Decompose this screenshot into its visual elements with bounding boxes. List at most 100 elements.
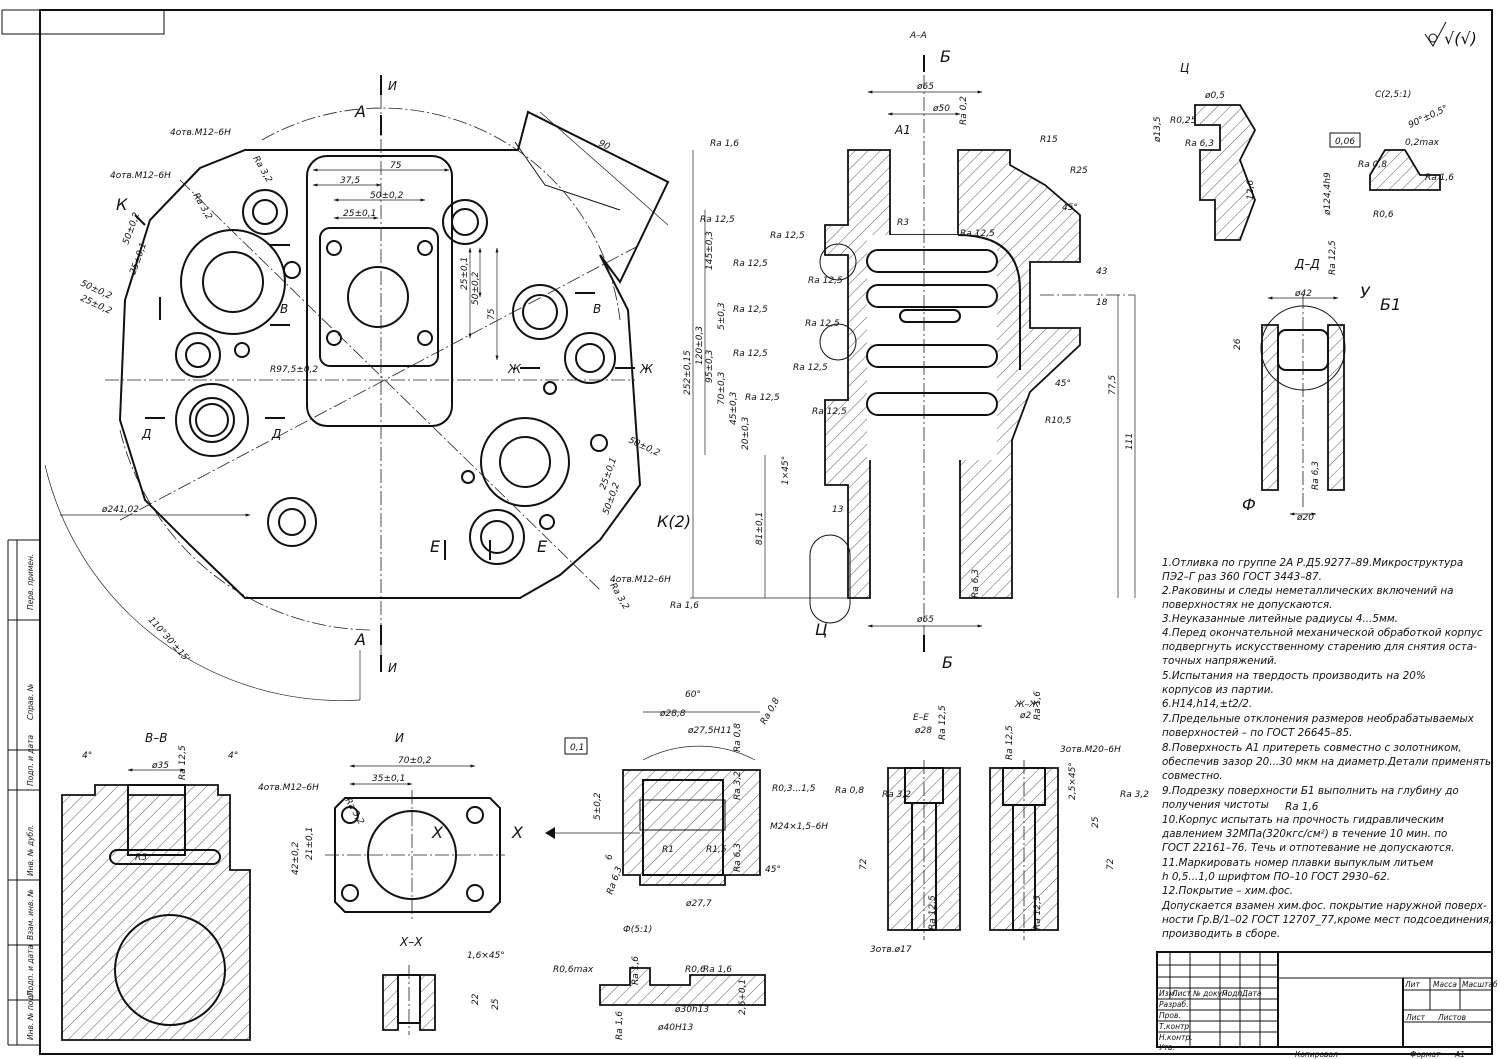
ee-d28: ø28: [914, 726, 932, 736]
dim-90: 90: [597, 139, 612, 153]
mark-e-left: Е: [430, 537, 441, 556]
detail-f-r03: R0,3...1,5: [772, 784, 816, 794]
tb-list: Лист: [1405, 1013, 1426, 1022]
detail-f-r15: R1,5: [706, 845, 727, 855]
stamp-podp-data: Подп. и дата: [26, 945, 35, 996]
tb-masshtab: Масштаб: [1462, 980, 1498, 989]
tb-lit: Лит: [1404, 980, 1421, 989]
note-line-9: 5.Испытания на твердость производить на …: [1162, 670, 1426, 682]
section-vv: В–В ø35 R5 4° 4° Ra 12,5: [61, 731, 251, 1041]
stamp-inv-podl: Инв. № подл.: [26, 988, 35, 1040]
dd-mark-b1: Б1: [1380, 295, 1401, 314]
detail-c-126: 12,6: [1246, 180, 1256, 200]
stamp-podp-data-2: Подп. и дата: [26, 735, 35, 786]
general-roughness: √(√): [1424, 21, 1477, 48]
detail-f2-d40: ø40H13: [657, 1023, 693, 1033]
detail-f2: Ф(5:1) R0,6max R0,6 Ra 1,6 Ra 1,6 ø30h13…: [553, 925, 766, 1040]
vv-r5: R5: [135, 853, 147, 863]
aa-ra-125-4: Ra 12,5: [808, 276, 843, 286]
dd-d20: ø20: [1296, 513, 1314, 523]
note-line-13: поверхностей – по ГОСТ 26645–85.: [1162, 727, 1352, 739]
aa-r25: R25: [1070, 166, 1088, 176]
boss-left-lower: [175, 383, 249, 457]
stamp-vzam-inv: Взам. инв. №: [26, 889, 35, 940]
zz-3holes: 3отв.M20–6H: [1060, 745, 1121, 755]
aa-ra-125-inner: Ra 12,5: [960, 229, 995, 239]
zz-d2: ø2: [1019, 711, 1032, 721]
detail-f-ra08b: Ra 0,8: [733, 723, 743, 752]
tb-ndok: № докум.: [1192, 989, 1230, 998]
tb-data: Дата: [1241, 989, 1262, 998]
callout-m12-3: 4отв.M12–6H: [610, 575, 671, 585]
tb-razrab: Разраб.: [1159, 1000, 1188, 1009]
mark-v-right: В: [593, 302, 601, 316]
dd-ra125: Ra 12,5: [1328, 240, 1338, 275]
xx-22: 22: [471, 993, 481, 1005]
note-line-22: 11.Маркировать номер плавки выпуклым лит…: [1162, 857, 1433, 869]
aa-d65-top: ø65: [916, 82, 934, 92]
detail-c-title: Ц: [1180, 61, 1189, 75]
dim-angle: 110°30'±15': [146, 615, 192, 664]
mark-zh-left: Ж: [507, 362, 522, 376]
tb-podp: Подп.: [1222, 989, 1245, 998]
detail-f-6: 6: [605, 854, 615, 860]
detail-f-m24: M24×1,5–6H: [770, 822, 828, 832]
view-i-35: 35±0,1: [372, 774, 405, 784]
section-zz: Ж–Ж ø2 3отв.M20–6H 2,5×45° 25 72 Ra 12,5…: [989, 691, 1149, 940]
vv-ra125: Ra 12,5: [178, 745, 188, 780]
note-line-4: поверхностях не допускаются.: [1162, 599, 1332, 611]
ra-32-a: Ra 3,2: [250, 155, 273, 185]
detail-c2: С(2,5:1) 0,2max Ra 1,6 Ra 0,8 R0,6 0,06 …: [1323, 90, 1454, 220]
tb-listov: Листов: [1437, 1013, 1466, 1022]
aa-13: 13: [832, 505, 844, 515]
ee-ra125-top: Ra 12,5: [938, 705, 948, 740]
aa-chamfer: 1×45°: [781, 456, 791, 485]
dim-37-5: 37,5: [340, 176, 360, 186]
aa-43: 43: [1096, 267, 1108, 277]
note-line-12: 7.Предельные отклонения размеров необраб…: [1162, 713, 1475, 725]
flange-square: [319, 227, 439, 367]
general-roughness-text: √(√): [1444, 29, 1477, 48]
aa-18: 18: [1096, 298, 1108, 308]
center-bore: [347, 266, 409, 328]
stamp-inv-dubl: Инв. № дубл.: [26, 825, 35, 876]
detail-f-01: 0,1: [570, 743, 584, 753]
section-aa: А–А Б Б А1 Ц ø65 ø50 ø65 R15 R25 45° R3 …: [670, 31, 1136, 672]
dim-50-top: 50±0,2: [370, 191, 404, 201]
tb-nkontr: Н.контр.: [1159, 1033, 1193, 1042]
vv-d35: ø35: [151, 761, 169, 771]
zz-ra125-bottom: Ra 12,5: [1033, 895, 1043, 930]
aa-45: 45±0,3: [729, 391, 739, 425]
aa-111: 111: [1125, 433, 1135, 450]
side-stamp: Инв. № подл. Подп. и дата Взам. инв. № И…: [26, 554, 35, 1040]
dim-25-right: 25±0,1: [460, 257, 470, 290]
dd-mark-f: Ф: [1242, 495, 1256, 514]
mark-e-right: Е: [537, 537, 548, 556]
aa-ra-125-9: Ra 12,5: [745, 393, 780, 403]
tb-massa: Масса: [1433, 980, 1457, 989]
xx-25: 25: [491, 998, 501, 1010]
tb-format-label: Формат: [1410, 1050, 1441, 1059]
aa-ra-125-2: Ra 12,5: [770, 231, 805, 241]
aa-77-5: 77,5: [1108, 375, 1118, 395]
aa-mark-c: Ц: [815, 620, 827, 639]
ee-ra32: Ra 3,2: [882, 790, 911, 800]
detail-f-ra63: Ra 6,3: [733, 843, 743, 872]
note-line-3: 2.Раковины и следы неметаллических включ…: [1162, 585, 1454, 597]
detail-f-5: 5±0,2: [593, 792, 603, 820]
note-line-21: ГОСТ 22161–76. Течь и отпотевание не доп…: [1162, 842, 1454, 854]
detail-c2-title: С(2,5:1): [1375, 90, 1411, 100]
aa-ra-16-bottom: Ra 1,6: [670, 601, 699, 611]
note-line-11: 6.H14,h14,±t2/2.: [1162, 698, 1252, 710]
vv-title: В–В: [145, 731, 167, 745]
mark-k: К: [116, 195, 128, 214]
stamp-perv-primen: Перв. примен.: [26, 554, 35, 610]
aa-ra-125-10: Ra 12,5: [812, 407, 847, 417]
note-line-19: 10.Корпус испытать на прочность гидравли…: [1162, 814, 1444, 826]
view-i-title: И: [395, 731, 404, 745]
note-line-24: 12.Покрытие – хим.фос.: [1162, 885, 1293, 897]
ra-32-c: Ra 3,2: [607, 582, 630, 612]
zz-72: 72: [1106, 858, 1116, 870]
dim-50-right-2: 50±0,2: [627, 436, 662, 459]
boss-right-upper: [512, 284, 568, 340]
